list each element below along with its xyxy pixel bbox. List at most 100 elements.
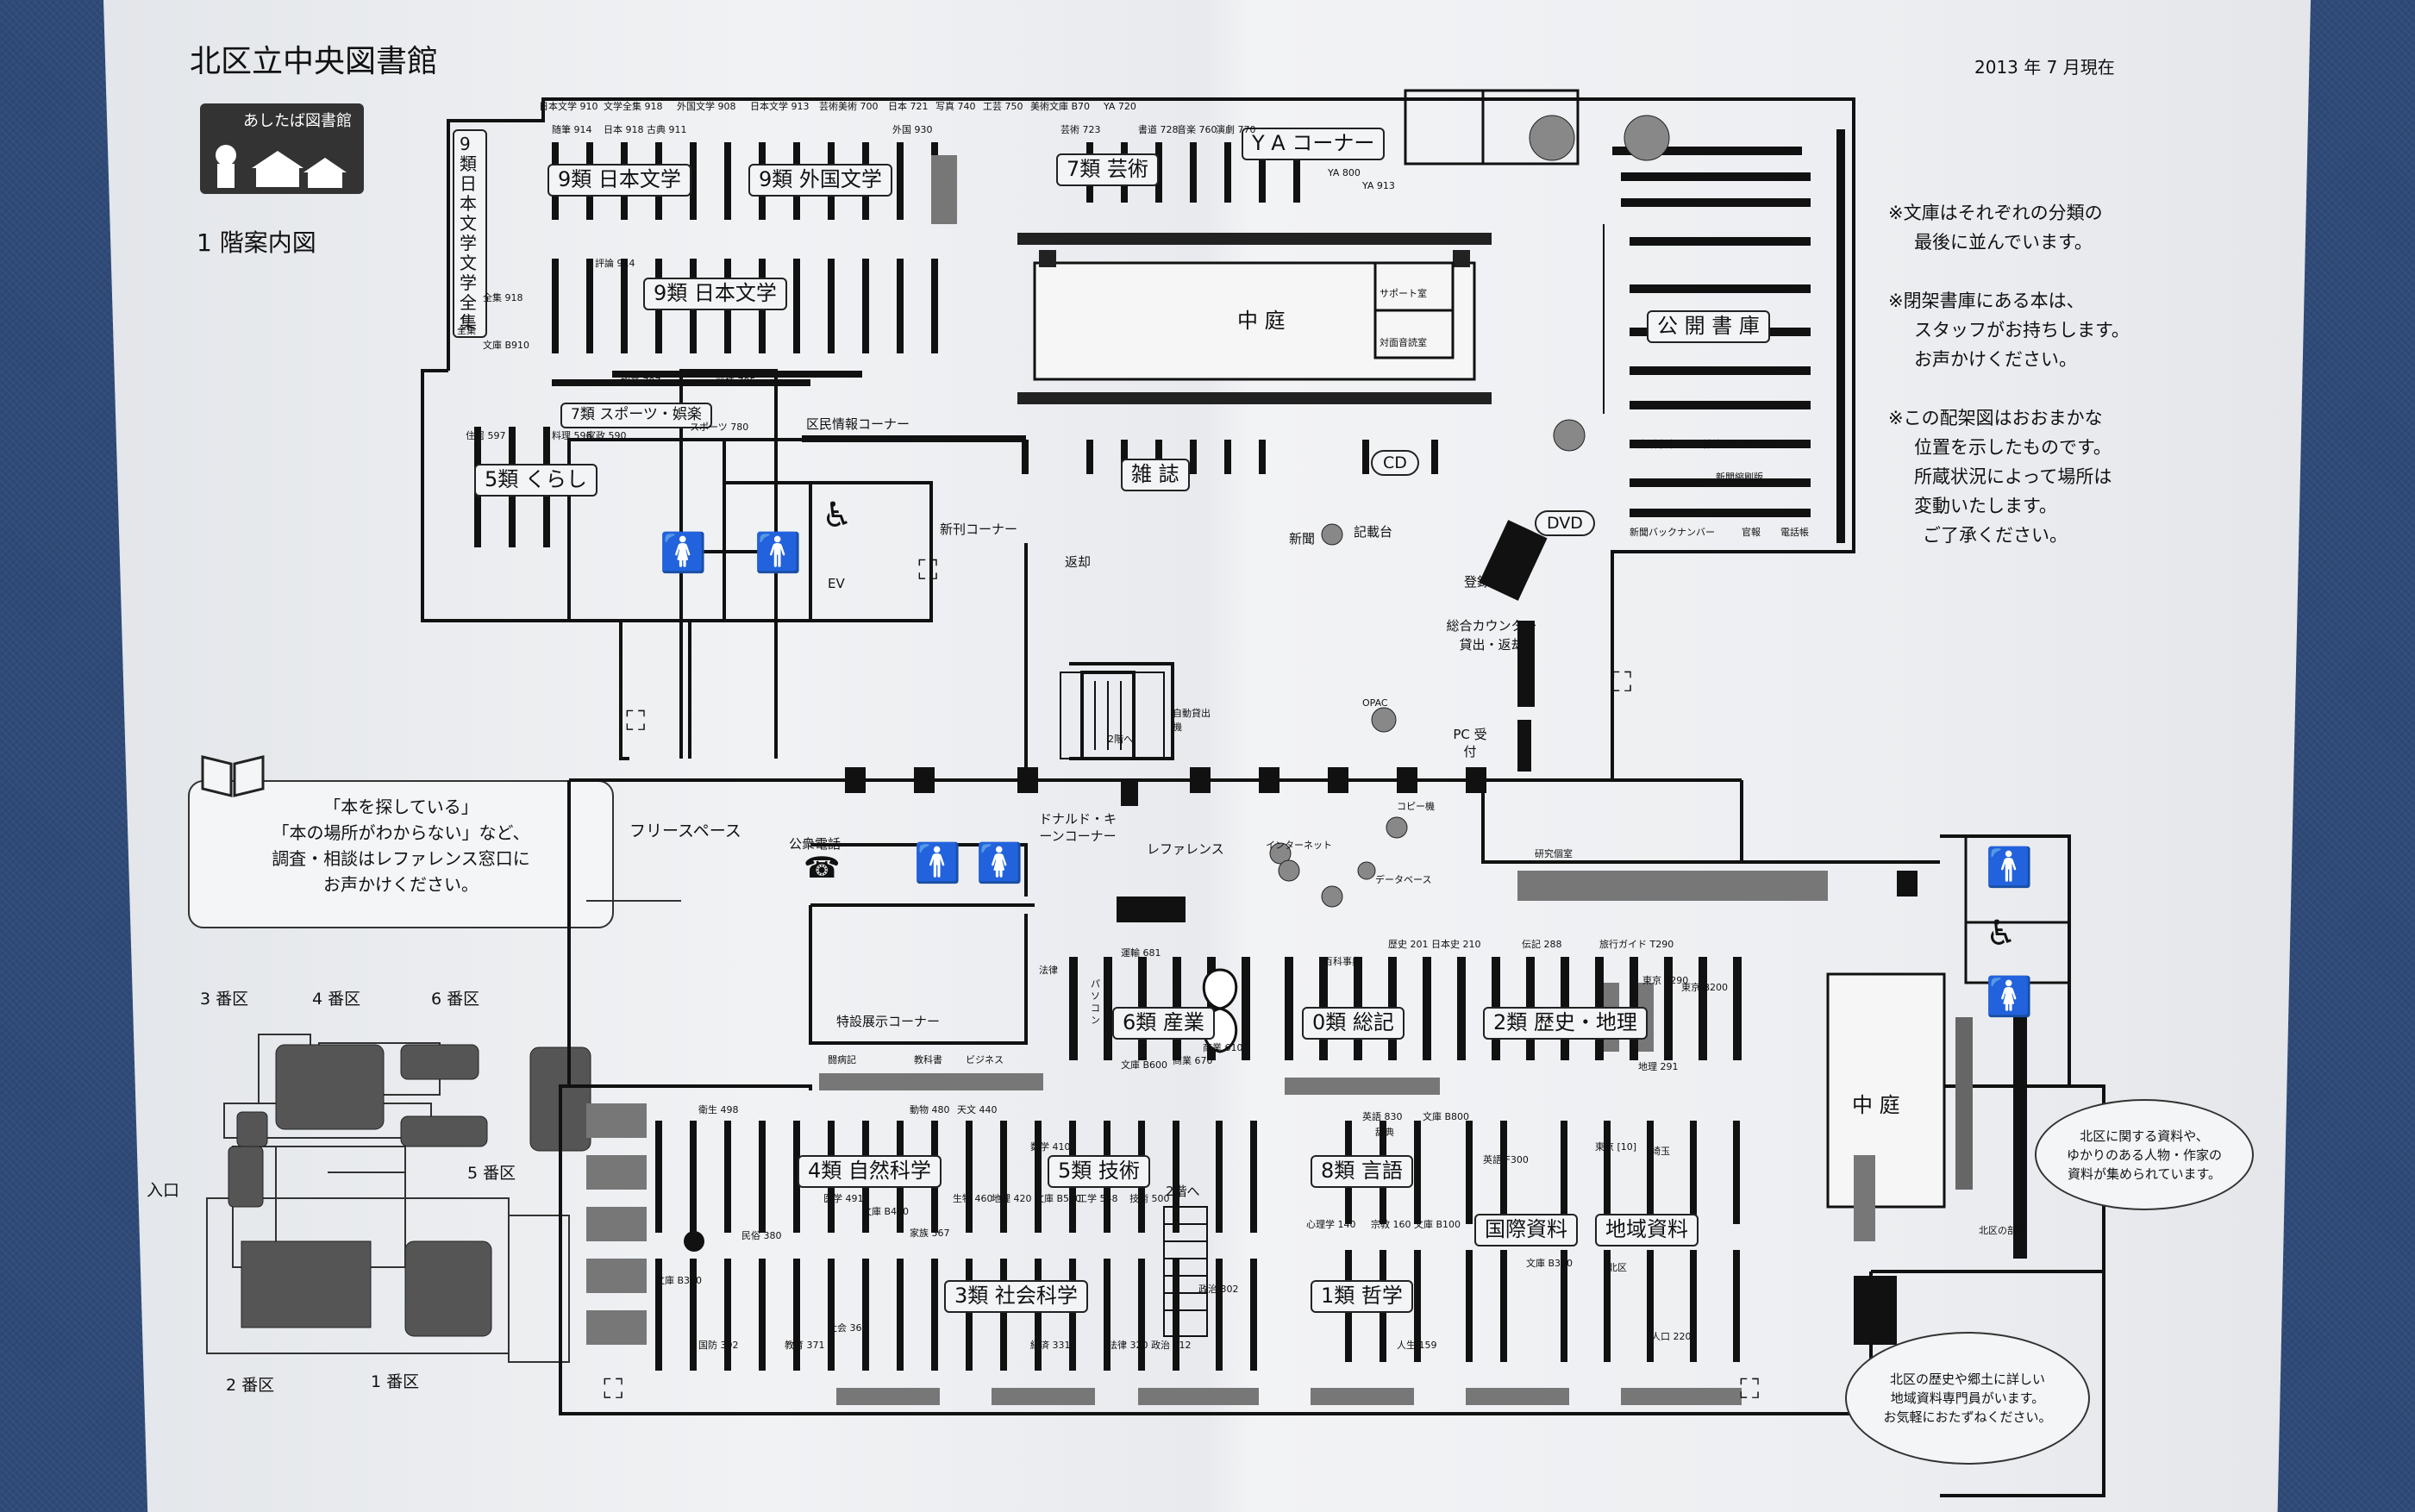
self-checkout: 自動貸出機 [1173,708,1211,733]
shelf-label: 北区 [1608,1262,1627,1273]
cat-2-history: 2類 歴史・地理 [1483,1007,1648,1040]
date-label: 2013 年 7 月現在 [1974,57,2115,78]
shelf-label: 随筆 914 [552,124,592,135]
shelf-label: 日本 721 [888,101,929,112]
wheelchair-icon-2: ♿ [1986,914,2017,953]
donald-keene-corner: ドナルド・キーンコーナー [1039,811,1117,844]
writing-table-label: 記載台 [1354,524,1393,540]
newspaper-back-numbers: 新聞バックナンバー [1630,527,1715,538]
restroom-male-icon-3: 🚹 [1986,846,2033,890]
shelf-label: 社会 369 [828,1322,868,1334]
magazine-back-numbers: 雑誌バックナンバー [1703,439,1788,450]
library-logo: あしたば図書館 [200,103,364,194]
shelf-label: 東京 B200 [1681,982,1729,993]
shelf-label: 英語 830 [1362,1111,1403,1122]
shelf-label: 人口 220 [1651,1331,1692,1342]
newspapers-label: 新聞 [1289,531,1316,547]
cat-4-science: 4類 自然科学 [798,1155,942,1188]
free-space-label: フリースペース [629,822,741,840]
cat-6-industry: 6類 産業 [1112,1007,1215,1040]
shelf-label: 日本文学 910 [539,101,598,112]
shelf-label: 商業 670 [1173,1055,1213,1066]
to-2f-label: 2階へ [1108,734,1133,745]
shelf-label: 芸術 723 [1060,124,1101,135]
shelf-label: 古典 911 [647,124,687,135]
cat-0-general: 0類 総記 [1302,1007,1405,1040]
cat-5-tech: 5類 技術 [1048,1155,1150,1188]
zone-label-6: 6 番区 [431,990,480,1009]
shelf-label: 政治 302 [1198,1284,1239,1295]
opac-label: OPAC [1362,697,1388,709]
kita-room: 北区の部屋 [1979,1225,2026,1236]
support-room: サポート室 [1380,288,1427,299]
entrance-label: 入口 [147,1181,180,1200]
shelf-label: 伝記 288 [1522,939,1562,950]
cat-cd: CD [1371,450,1419,476]
shelf-label: 評論 914 [595,258,635,269]
wheelchair-icon: ♿ [822,496,853,535]
cat-intl-materials: 国際資料 [1474,1214,1578,1246]
logo-text: あしたば図書館 [243,112,352,130]
shelf-label: 演劇 770 [1216,124,1256,135]
cat-magazines: 雑 誌 [1121,459,1190,491]
bubble-line: お気軽におたずねください。 [1883,1409,2052,1425]
pc-reception: PC 受付 [1453,727,1487,759]
research-rooms: 研究個室 [1535,848,1573,859]
phone-icon: ☎ [804,851,841,885]
bubble-line: 「本を探している」 [323,797,479,817]
registration-label: 登録 [1464,574,1491,590]
shelf-label: 地理 291 [1638,1061,1679,1072]
shelf-label: 日本文学 913 [750,101,810,112]
kita-materials-bubble: 北区に関する資料や、 ゆかりのある人物・作家の 資料が集められています。 [2035,1099,2254,1210]
cat-7-arts: 7類 芸術 [1056,153,1159,186]
shelf-label: 文学全集 918 [604,101,663,112]
shelf-label: 経済 331 [1030,1340,1071,1351]
note-line: ※文庫はそれぞれの分類の [1888,203,2103,223]
reading-room: 対面音読室 [1380,337,1427,348]
bubble-line: 調査・相談はレファレンス窓口に [272,848,530,869]
cat-7-sports: 7類 スポーツ・娯楽 [560,403,712,428]
shelf-label: 教育 371 [785,1340,825,1351]
cat-8-language: 8類 言語 [1311,1155,1413,1188]
shelf-label: 国防 392 [698,1340,739,1351]
bubble-line: 北区の歴史や郷土に詳しい [1889,1371,2045,1387]
illness-memoirs-label: 闘病記 [828,1054,856,1065]
emergency-exit-icon-2: ⛶ [626,704,646,737]
shelf-label: 数学 410 [1030,1141,1071,1153]
shelf-label: 娯楽 797 [621,376,661,387]
floor-map-sheet: 北区立中央図書館 あしたば図書館 1 階案内図 2013 年 7 月現在 ※文庫… [103,0,2311,1512]
shelf-label: 料理 596 [552,430,592,441]
emergency-exit-icon-5: ⛶ [1740,1372,1760,1405]
zone-label-5: 5 番区 [467,1164,516,1183]
cat-dvd: DVD [1535,510,1595,536]
shelf-label: 政治 312 [1151,1340,1192,1351]
emergency-exit-icon-3: ⛶ [1612,665,1632,698]
shelf-label: 文庫 B300 [1526,1258,1574,1269]
emergency-exit-icon: ⛶ [918,553,938,586]
emergency-exit-icon-4: ⛶ [604,1372,623,1405]
shelf-label: 美術文庫 B70 [1030,101,1091,112]
bubble-line: 北区に関する資料や、 [2080,1128,2209,1144]
shelf-label: 民俗 380 [741,1230,782,1241]
shelf-label: 辞典 [1375,1127,1394,1138]
reference-desk: レファレンス [1147,841,1224,857]
internet-label: インターネット [1266,840,1332,851]
minimap-drawing [206,1034,591,1363]
restroom-female-icon-3: 🚺 [1986,975,2033,1019]
copy-machine-label: コピー機 [1397,801,1435,812]
sports-shelf: スポーツ 780 [690,422,749,433]
restroom-male-icon: 🚹 [754,531,802,575]
shelf-label: 宗教 160 [1371,1219,1411,1230]
cat-9-japanese-lit: 9類 日本文学 [547,164,691,197]
floor-label: 1 階案内図 [197,228,316,257]
zone-label-2: 2 番区 [226,1376,275,1395]
restroom-male-icon-2: 🚹 [914,841,961,885]
shelf-label: 人生 159 [1397,1340,1437,1351]
shelf-label: 地理 420 [992,1193,1032,1204]
new-books-corner: 新刊コーナー [940,522,1018,537]
shelf-label: 天文 440 [957,1104,998,1115]
cat-ya-corner: Y A コーナー [1242,128,1386,160]
shelf-label: 文庫 B400 [862,1206,910,1217]
elevator-label: EV [828,576,845,591]
shelf-label: 衛生 498 [698,1104,739,1115]
